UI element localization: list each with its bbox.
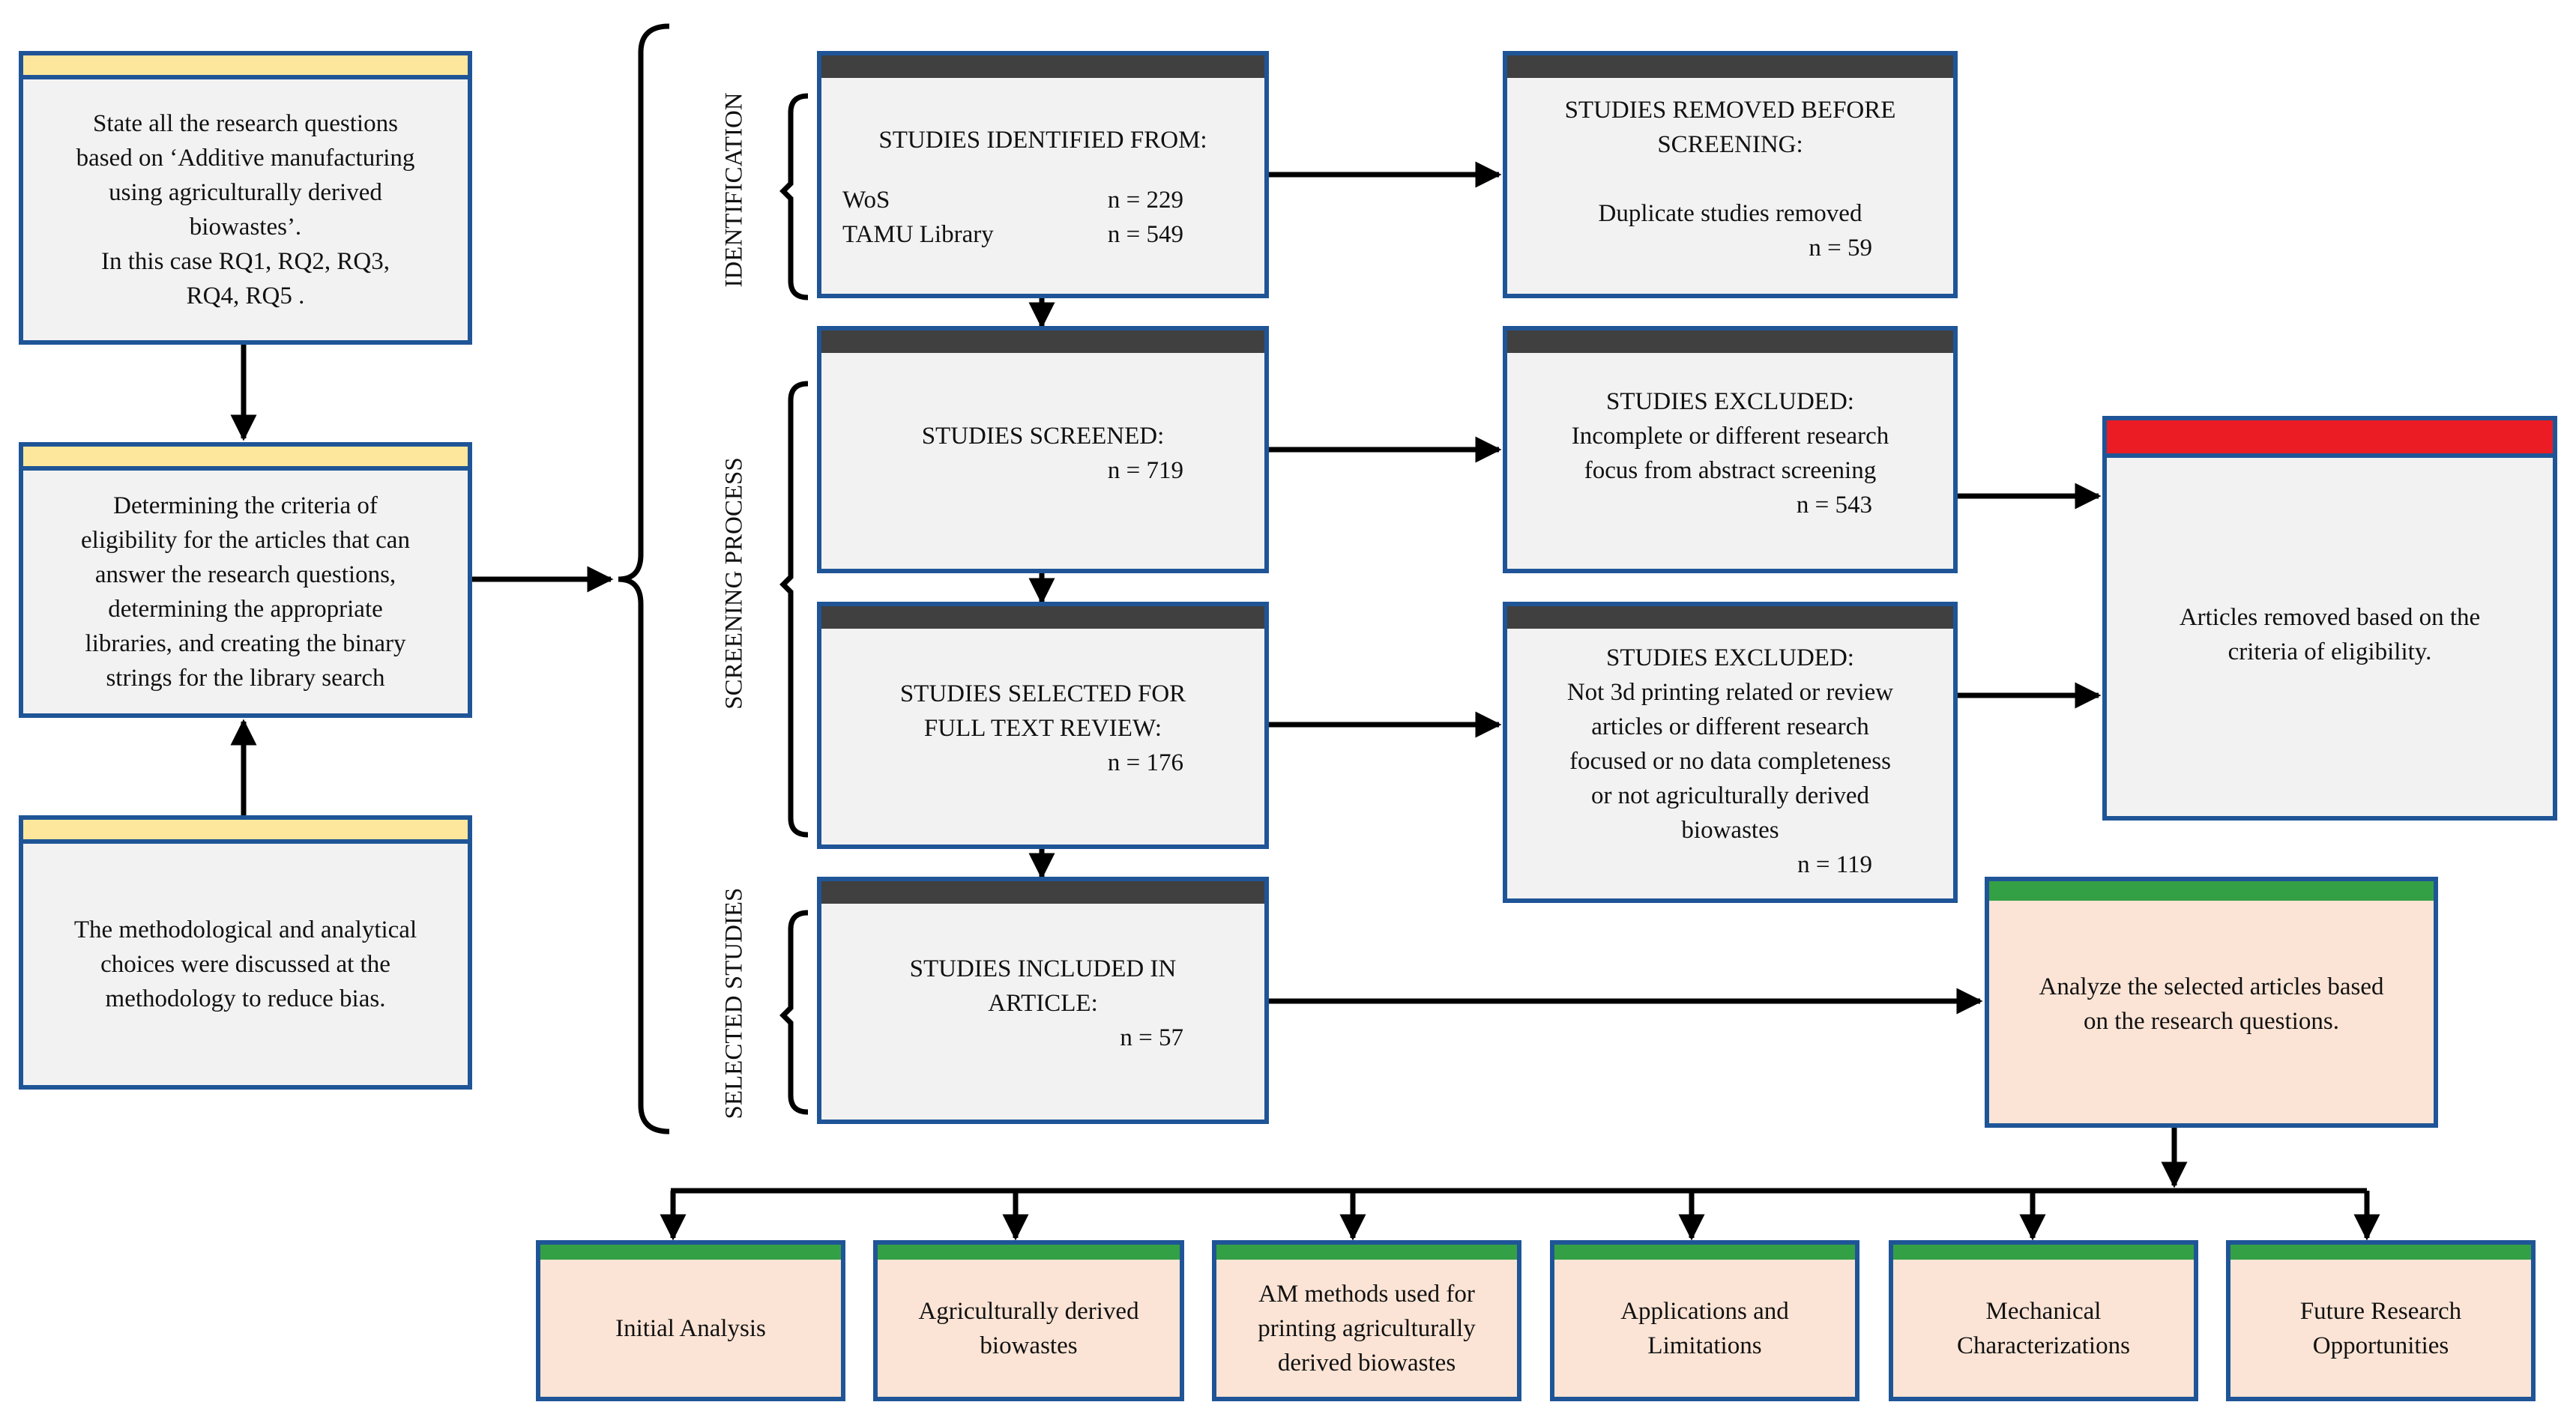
bias-box: The methodological and analytical choice… — [19, 815, 472, 1090]
full-text-review-count: n = 176 — [1107, 749, 1183, 776]
box-header-bar — [821, 606, 1264, 629]
outcome-applications-limitations: Applications and Limitations — [1550, 1240, 1859, 1401]
excluded-fulltext-box: STUDIES EXCLUDED: Not 3d printing relate… — [1503, 602, 1958, 903]
outcome-label: Agriculturally derived biowastes — [918, 1297, 1139, 1359]
studies-screened-count: n = 719 — [1107, 457, 1183, 484]
box-header-bar — [1507, 330, 1953, 353]
large-brace — [618, 23, 670, 1134]
criteria-text: Determining the criteria of eligibility … — [81, 492, 410, 692]
excluded-abstract-heading: STUDIES EXCLUDED: — [1606, 388, 1854, 415]
selected-bracket — [779, 910, 809, 1115]
analyze-articles-box: Analyze the selected articles based on t… — [1985, 877, 2438, 1128]
box-header-bar — [23, 447, 468, 471]
studies-screened-heading: STUDIES SCREENED: — [921, 423, 1165, 450]
screening-bracket — [779, 381, 809, 838]
removed-before-count: n = 59 — [1809, 235, 1872, 262]
studies-included-heading: STUDIES INCLUDED IN ARTICLE: — [909, 955, 1177, 1017]
box-header-bar — [1893, 1245, 2194, 1260]
excluded-fulltext-heading: STUDIES EXCLUDED: — [1606, 644, 1854, 671]
identified-sources-table: WoS n = 229 TAMU Library n = 549 — [842, 183, 1243, 252]
box-header-bar — [821, 55, 1264, 78]
outcome-label: AM methods used for printing agricultura… — [1258, 1280, 1476, 1377]
removed-before-heading: STUDIES REMOVED BEFORE SCREENING: — [1564, 97, 1896, 158]
outcome-label: Applications and Limitations — [1620, 1297, 1789, 1359]
outcome-mechanical-characterizations: Mechanical Characterizations — [1889, 1240, 2198, 1401]
box-header-bar — [1554, 1245, 1855, 1260]
box-header-bar — [1507, 606, 1953, 629]
outcome-agricultural-biowastes: Agriculturally derived biowastes — [873, 1240, 1184, 1401]
outcome-label: Initial Analysis — [615, 1314, 766, 1342]
studies-identified-heading: STUDIES IDENTIFIED FROM: — [878, 127, 1207, 154]
box-header-bar — [821, 881, 1264, 904]
box-header-bar — [878, 1245, 1180, 1260]
full-text-review-heading: STUDIES SELECTED FOR FULL TEXT REVIEW: — [899, 680, 1186, 742]
box-header-bar — [540, 1245, 841, 1260]
source-row-tamu: TAMU Library n = 549 — [842, 217, 1243, 252]
removed-before-screening-box: STUDIES REMOVED BEFORE SCREENING: Duplic… — [1503, 51, 1958, 298]
box-header-bar — [23, 55, 468, 79]
identification-bracket — [779, 93, 809, 300]
box-header-bar — [2107, 420, 2553, 458]
phase-label-identification: IDENTIFICATION — [720, 92, 748, 288]
excluded-fulltext-detail: Not 3d printing related or review articl… — [1566, 679, 1894, 844]
outcome-initial-analysis: Initial Analysis — [536, 1240, 845, 1401]
outcome-label: Mechanical Characterizations — [1957, 1297, 2130, 1359]
source-row-wos: WoS n = 229 — [842, 183, 1243, 217]
research-questions-text: State all the research questions based o… — [76, 110, 415, 309]
studies-included-count: n = 57 — [1120, 1024, 1183, 1051]
removed-by-criteria-text: Articles removed based on the criteria o… — [2179, 604, 2481, 665]
bias-text: The methodological and analytical choice… — [73, 916, 417, 1012]
box-header-bar — [821, 330, 1264, 353]
box-header-bar — [23, 820, 468, 844]
removed-by-criteria-box: Articles removed based on the criteria o… — [2102, 416, 2557, 821]
excluded-abstract-count: n = 543 — [1796, 492, 1872, 519]
phase-label-selected: SELECTED STUDIES — [720, 887, 748, 1120]
research-questions-box: State all the research questions based o… — [19, 51, 472, 345]
studies-identified-box: STUDIES IDENTIFIED FROM: WoS n = 229 TAM… — [817, 51, 1269, 298]
box-header-bar — [2230, 1245, 2531, 1260]
criteria-box: Determining the criteria of eligibility … — [19, 442, 472, 718]
full-text-review-box: STUDIES SELECTED FOR FULL TEXT REVIEW: n… — [817, 602, 1269, 849]
studies-included-box: STUDIES INCLUDED IN ARTICLE: n = 57 — [817, 877, 1269, 1124]
source-count: n = 549 — [1107, 221, 1183, 248]
source-count: n = 229 — [1107, 187, 1183, 214]
outcome-future-research: Future Research Opportunities — [2226, 1240, 2536, 1401]
excluded-abstract-box: STUDIES EXCLUDED: Incomplete or differen… — [1503, 326, 1958, 573]
studies-screened-box: STUDIES SCREENED: n = 719 — [817, 326, 1269, 573]
removed-before-detail: Duplicate studies removed — [1598, 200, 1862, 227]
phase-label-screening: SCREENING PROCESS — [720, 457, 748, 710]
excluded-abstract-detail: Incomplete or different research focus f… — [1571, 423, 1889, 484]
excluded-fulltext-count: n = 119 — [1797, 851, 1872, 878]
outcome-am-methods: AM methods used for printing agricultura… — [1212, 1240, 1521, 1401]
outcome-label: Future Research Opportunities — [2299, 1297, 2462, 1359]
source-label: WoS — [842, 187, 890, 214]
box-header-bar — [1507, 55, 1953, 78]
box-header-bar — [1989, 881, 2434, 901]
analyze-articles-text: Analyze the selected articles based on t… — [2039, 973, 2384, 1035]
box-header-bar — [1216, 1245, 1517, 1260]
source-label: TAMU Library — [842, 221, 994, 248]
